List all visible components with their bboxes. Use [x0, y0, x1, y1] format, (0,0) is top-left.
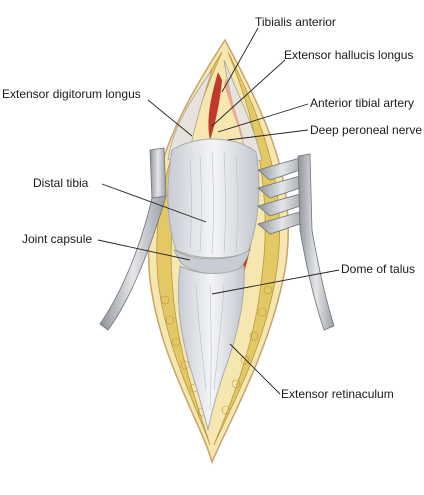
leader-joint-capsule [97, 239, 191, 261]
leader-lines [97, 27, 340, 395]
anterior-tibial-artery [208, 72, 222, 140]
leader-anterior-tibial-artery [217, 103, 309, 133]
label-deep-peroneal-nerve: Deep peroneal nerve [310, 123, 423, 137]
label-joint-capsule: Joint capsule [22, 232, 93, 246]
deep-peroneal-nerve [224, 78, 244, 140]
joint-line [173, 248, 251, 274]
dome-of-talus [177, 265, 245, 431]
label-extensor-retinaculum: Extensor retinaculum [281, 387, 394, 401]
leader-deep-peroneal-nerve [227, 129, 309, 141]
retractor-left [99, 147, 167, 331]
leader-tibialis-anterior [221, 27, 259, 93]
label-extensor-digitorum-longus: Extensor digitorum longus [2, 87, 141, 101]
label-extensor-hallucis-longus: Extensor hallucis longus [284, 48, 414, 62]
leader-distal-tibia [101, 183, 207, 223]
label-dome-of-talus: Dome of talus [341, 262, 416, 276]
retractor-right [257, 153, 335, 331]
leader-extensor-retinaculum [229, 343, 281, 395]
label-anterior-tibial-artery: Anterior tibial artery [310, 96, 415, 110]
label-distal-tibia: Distal tibia [33, 176, 89, 190]
label-tibialis-anterior: Tibialis anterior [255, 15, 336, 29]
extensor-digitorum-longus-muscle [167, 69, 213, 161]
capsule-fibers [189, 151, 238, 411]
leader-dome-of-talus [211, 269, 340, 295]
leader-extensor-hallucis-longus [211, 59, 286, 127]
leader-extensor-digitorum-longus [147, 99, 193, 137]
